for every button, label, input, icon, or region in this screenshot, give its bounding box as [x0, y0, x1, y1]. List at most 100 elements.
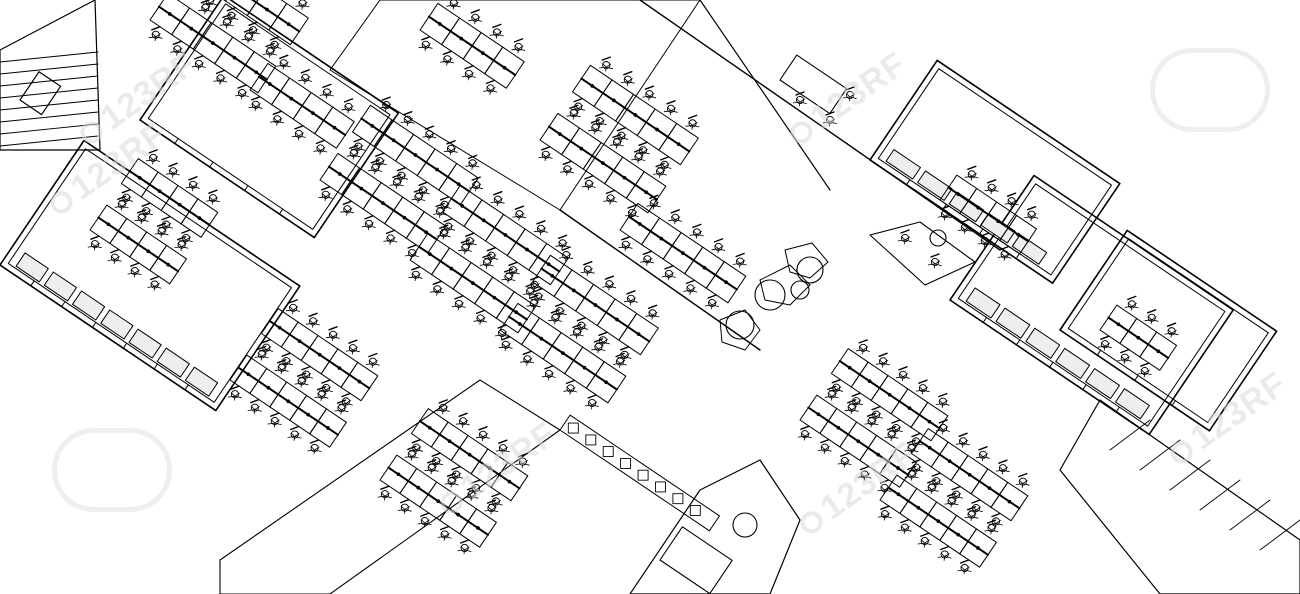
chair-icon [127, 262, 142, 278]
chair-leg [664, 271, 670, 277]
chair-leg [686, 286, 691, 291]
chair-icon [711, 238, 726, 254]
chair-leg [623, 356, 625, 362]
chair-leg [648, 95, 650, 101]
chair-back [1000, 245, 1010, 251]
chair-leg [580, 271, 589, 274]
chair-leg [234, 392, 240, 397]
chair-leg [440, 228, 449, 230]
chair-leg [377, 495, 386, 498]
chair-leg [739, 260, 746, 264]
chair-leg [276, 120, 278, 126]
chair-leg [248, 106, 257, 109]
chair-leg [566, 170, 575, 174]
chair-back [380, 485, 390, 490]
chair-leg [592, 122, 601, 125]
chair-icon [475, 426, 490, 442]
wall-mullion [1049, 361, 1054, 368]
chair-icon [227, 385, 242, 401]
chair-leg [340, 409, 342, 415]
chair-leg [955, 493, 962, 498]
chair-leg [559, 309, 565, 314]
chair-icon [446, 0, 461, 10]
chair-icon [298, 69, 313, 85]
chair-leg [587, 185, 590, 191]
chair-leg [530, 282, 535, 288]
chair-back [328, 326, 338, 331]
desk-spine [918, 440, 1021, 510]
chair-leg [868, 416, 877, 418]
chair-back [151, 26, 161, 31]
chair-leg [904, 449, 912, 452]
chair-leg [505, 343, 511, 348]
chair-leg [657, 166, 665, 169]
chair-leg [935, 482, 937, 488]
chair-leg [341, 409, 349, 413]
chair-icon [964, 506, 979, 522]
shelf-line [0, 75, 99, 87]
chair-leg [653, 204, 661, 208]
chair-leg [417, 198, 419, 204]
chair-leg [219, 23, 228, 26]
chair-leg [321, 192, 327, 198]
chair-leg [621, 134, 627, 139]
chair-leg [1003, 256, 1006, 261]
chair-icon [205, 189, 220, 205]
chair-leg [274, 369, 283, 372]
desk-spine [807, 406, 909, 476]
chair-back [906, 439, 917, 444]
chair-leg [817, 449, 826, 451]
chair-leg [430, 469, 433, 475]
chair-leg [460, 546, 466, 551]
chair-leg [944, 553, 950, 557]
chair-icon [957, 218, 972, 235]
chair-back [308, 312, 318, 317]
chair-leg [140, 219, 143, 225]
chair-leg [495, 34, 498, 39]
chair-leg [348, 108, 356, 111]
chair-back [141, 202, 151, 207]
chair-leg [439, 213, 447, 216]
chair-icon [640, 250, 655, 266]
chair-leg [446, 146, 452, 152]
chair-leg [368, 225, 376, 228]
chair-leg [971, 172, 977, 177]
chair-icon [484, 499, 499, 515]
chair-leg [982, 456, 984, 462]
chair-back [385, 229, 396, 235]
chair-back [438, 399, 448, 404]
chair-leg [533, 230, 542, 233]
chair-leg [321, 396, 329, 399]
chair-leg [971, 175, 979, 179]
desk-spine [548, 125, 658, 201]
chair-icon [875, 352, 890, 368]
chair-leg [375, 159, 381, 164]
chair-leg [691, 125, 693, 130]
chair-icon [443, 140, 458, 156]
chair-icon [588, 119, 603, 135]
chair-leg [637, 158, 639, 164]
chair-leg [576, 333, 584, 337]
chair-leg [635, 151, 644, 154]
chair-leg [570, 386, 576, 391]
desk-cluster [797, 339, 950, 495]
chair-leg [855, 399, 862, 404]
chair-leg [1131, 302, 1137, 307]
chair-leg [822, 121, 831, 124]
chair-leg [860, 472, 866, 477]
chair-leg [826, 118, 831, 123]
chair-leg [1150, 319, 1153, 325]
chair-back [541, 146, 551, 151]
glazing-line [1259, 519, 1300, 551]
chair-back [514, 205, 525, 210]
wall-mullion [1015, 253, 1020, 260]
chair-leg [970, 516, 972, 522]
chair-leg [910, 475, 913, 481]
desk-cluster [408, 176, 570, 340]
chair-back [946, 492, 957, 497]
chair-leg [674, 219, 683, 222]
desk-spine [450, 197, 561, 273]
chair-leg [247, 38, 249, 44]
chair-leg [318, 389, 327, 392]
chair-leg [837, 462, 846, 465]
